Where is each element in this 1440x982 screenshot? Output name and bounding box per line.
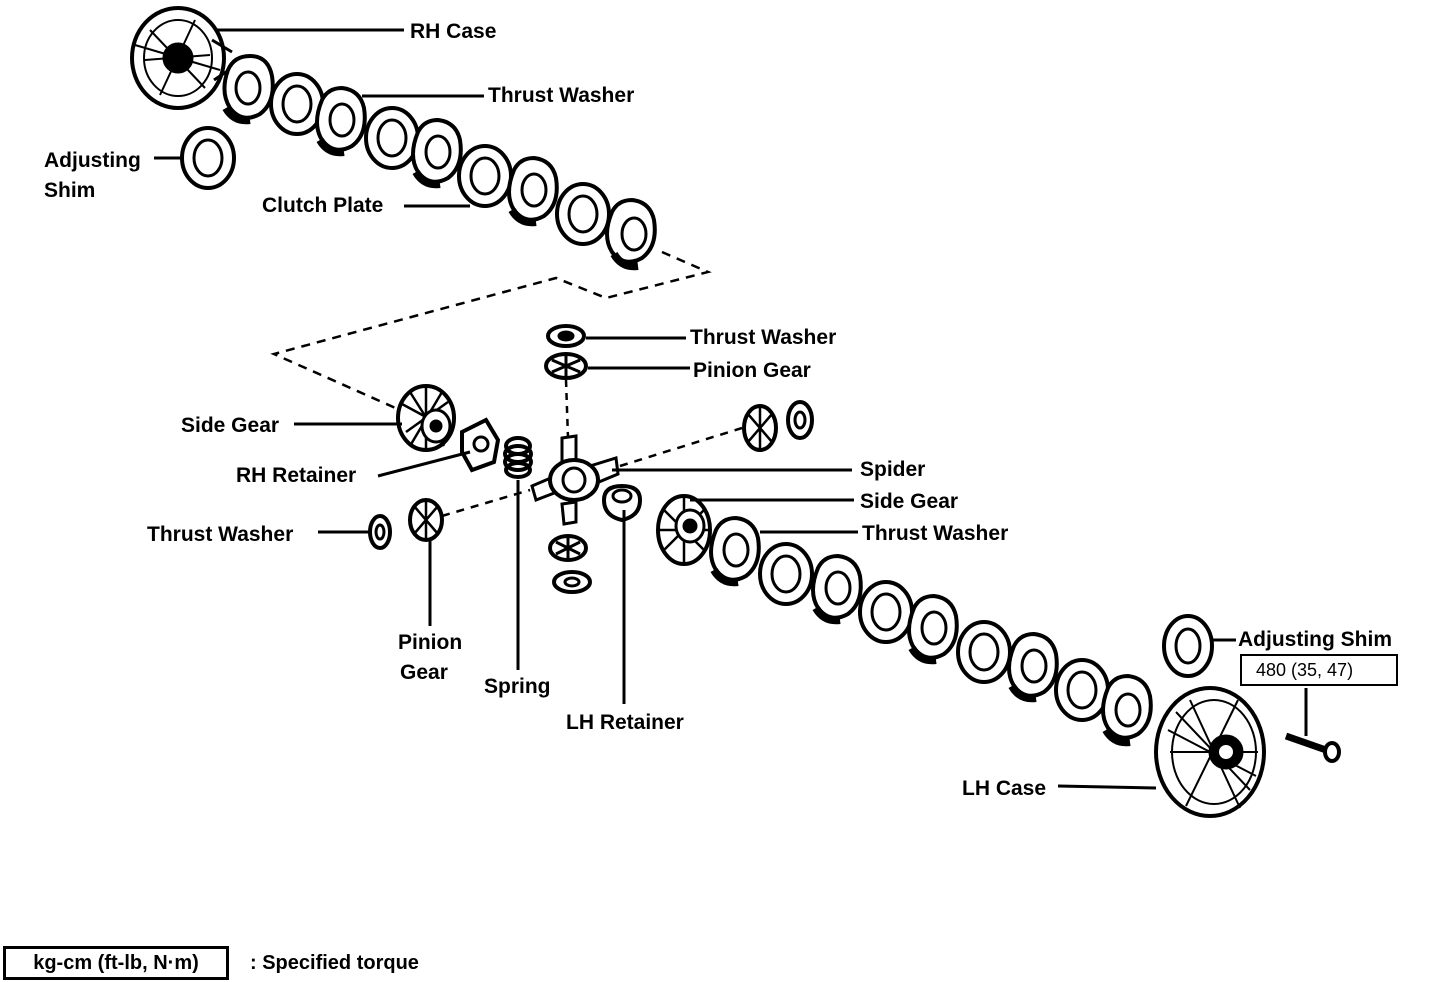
rh-case-part — [130, 6, 233, 110]
label-rh-retainer: RH Retainer — [236, 464, 357, 487]
label-pinion-gear-bottom-line1: Pinion — [398, 631, 463, 654]
spring-part — [503, 436, 533, 479]
label-adjusting-shim-left-line1: Adjusting — [44, 149, 141, 172]
torque-spec-box: 480 (35, 47) — [1240, 654, 1398, 686]
label-thrust-washer-top: Thrust Washer — [488, 84, 635, 107]
adjusting-shim-right-part — [1162, 614, 1214, 678]
lower-clutch-pack — [709, 515, 1153, 747]
label-pinion-gear-mid: Pinion Gear — [693, 359, 811, 382]
case-bolt — [1284, 688, 1341, 763]
thrust-washer-small-right-part — [786, 400, 814, 440]
lh-retainer-part — [601, 483, 643, 523]
thrust-washer-lower-part — [552, 570, 592, 594]
rh-retainer-part — [460, 417, 501, 473]
spider-part — [530, 434, 620, 526]
label-spider: Spider — [860, 458, 926, 481]
label-side-gear-left: Side Gear — [181, 414, 280, 437]
pinion-gear-lower-part — [548, 534, 588, 562]
label-adjusting-shim-left-line2: Shim — [44, 179, 96, 202]
label-thrust-washer-left: Thrust Washer — [147, 523, 294, 546]
upper-clutch-pack — [222, 53, 657, 271]
side-gear-left-part — [396, 384, 456, 452]
label-thrust-washer-right: Thrust Washer — [862, 522, 1009, 545]
label-adjusting-shim-right: Adjusting Shim — [1238, 628, 1392, 651]
adjusting-shim-left-part — [180, 126, 236, 190]
thrust-washer-mid-part — [546, 324, 586, 348]
side-gear-right-part — [656, 494, 712, 566]
lh-case-part — [1154, 686, 1266, 818]
legend-description: : Specified torque — [250, 952, 419, 974]
legend-unit-box: kg-cm (ft-lb, N·m) — [3, 946, 229, 980]
label-side-gear-right: Side Gear — [860, 490, 959, 513]
label-spring: Spring — [484, 675, 551, 698]
leader-lines — [154, 28, 1236, 790]
label-pinion-gear-bottom-line2: Gear — [400, 661, 448, 684]
label-clutch-plate: Clutch Plate — [262, 194, 384, 217]
label-lh-retainer: LH Retainer — [566, 711, 684, 734]
pinion-gear-bottom-part — [408, 498, 444, 542]
label-lh-case: LH Case — [962, 777, 1047, 800]
pinion-gear-right-part — [742, 404, 778, 452]
pinion-gear-mid-part — [544, 352, 588, 380]
assembly-dashed-path — [270, 250, 712, 412]
thrust-washer-left-part — [368, 514, 392, 550]
label-rh-case: RH Case — [410, 20, 497, 43]
label-thrust-washer-mid: Thrust Washer — [690, 326, 837, 349]
